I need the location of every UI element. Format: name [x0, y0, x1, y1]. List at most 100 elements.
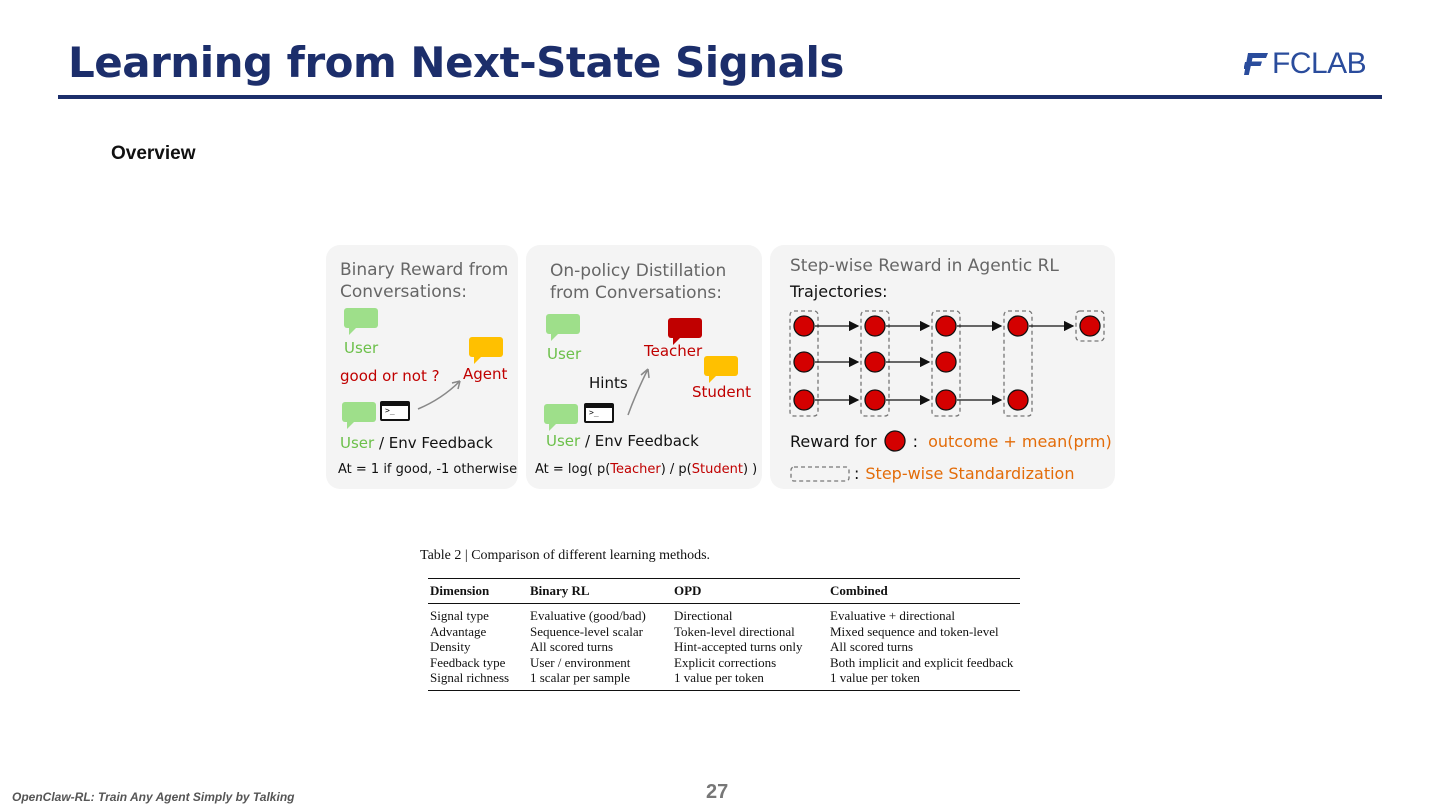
feedback-rest: / Env Feedback — [374, 434, 493, 452]
table-row: Signal type Evaluative (good/bad) Directio… — [428, 604, 1020, 624]
trajectory-diagram — [789, 310, 1105, 417]
table-row: Density All scored turns Hint-accepted tur… — [428, 639, 1020, 655]
table-cell: User / environment — [530, 654, 631, 670]
student-label: Student — [692, 383, 752, 401]
table-cell: Density — [430, 639, 471, 654]
feedback-rest: / Env Feedback — [580, 432, 699, 450]
state-node-icon — [884, 430, 906, 452]
reward-value: outcome + mean(prm) — [928, 431, 1112, 451]
binary-reward-panel: Binary Reward from Conversations: User A… — [326, 245, 518, 489]
state-node — [935, 389, 957, 411]
table-cell: Directional — [674, 608, 733, 623]
table-row: Feedback type User / environment Explicit … — [428, 655, 1020, 671]
user-bubble-icon — [342, 402, 376, 429]
state-node — [935, 315, 957, 337]
table-cell: Explicit corrections — [674, 654, 777, 670]
user-bubble-icon — [546, 314, 580, 341]
method-figure: Binary Reward from Conversations: User A… — [326, 245, 1116, 491]
state-node — [864, 315, 886, 337]
standardization-legend: : Step-wise Standardization — [790, 464, 1074, 483]
hints-label: Hints — [589, 374, 628, 392]
stepwise-reward-panel: Step-wise Reward in Agentic RL Trajector… — [770, 245, 1115, 489]
terminal-icon: >_ — [380, 401, 410, 421]
state-node — [935, 351, 957, 373]
table-cell: 1 scalar per sample — [528, 670, 672, 691]
table-cell: Feedback type — [430, 654, 506, 670]
logo-text: FCLAB — [1272, 47, 1367, 80]
feedback-user: User — [340, 434, 375, 452]
terminal-icon: >_ — [584, 403, 614, 423]
curved-arrow-icon — [627, 368, 650, 416]
table-cell: Token-level directional — [674, 623, 795, 639]
column-header: Binary RL — [528, 578, 672, 604]
section-heading: Overview — [111, 143, 196, 164]
column-header: Dimension — [428, 578, 528, 604]
std-colon: : — [854, 464, 860, 483]
feedback-label: User / Env Feedback — [546, 432, 699, 450]
standardization-box — [1075, 310, 1105, 342]
comparison-table: Dimension Binary RL OPD Combined Signal … — [428, 578, 1020, 691]
table-cell: Sequence-level scalar — [530, 623, 643, 639]
formula-part: At = log( p( — [535, 462, 611, 477]
state-node — [1007, 389, 1029, 411]
table-cell: Mixed sequence and token-level — [830, 623, 999, 639]
terminal-glyph: >_ — [589, 408, 599, 417]
standardization-box — [1003, 310, 1033, 417]
footer-text: OpenClaw-RL: Train Any Agent Simply by T… — [12, 790, 295, 804]
formula-part: ) / p( — [660, 462, 692, 477]
dashed-box-icon — [790, 465, 850, 482]
table-row: Advantage Sequence-level scalar Token-leve… — [428, 624, 1020, 640]
panel-title-line: On-policy Distillation — [550, 261, 727, 281]
state-node — [793, 315, 815, 337]
table-cell: All scored turns — [830, 639, 914, 654]
title-rule — [58, 95, 1382, 99]
student-bubble-icon — [704, 356, 738, 383]
state-node — [793, 389, 815, 411]
table-cell: Hint-accepted turns only — [674, 639, 803, 654]
agent-bubble-icon — [469, 337, 503, 364]
table-cell: 1 value per token — [672, 670, 828, 691]
user-label: User — [547, 345, 582, 363]
state-node — [793, 351, 815, 373]
table-cell: Evaluative + directional — [830, 608, 956, 623]
user-label: User — [344, 339, 379, 357]
column-header: Combined — [828, 578, 1020, 604]
curved-arrow-icon — [417, 380, 461, 410]
page-number: 27 — [706, 781, 729, 803]
panel-title: On-policy Distillation from Conversation… — [550, 260, 726, 304]
reward-label: Reward for — [790, 431, 877, 451]
binary-formula: At = 1 if good, -1 otherwise — [338, 462, 518, 477]
fclab-logo-icon — [1244, 53, 1268, 75]
trajectories-label: Trajectories: — [790, 282, 888, 301]
reward-line: Reward for : outcome + mean(prm) — [790, 429, 1112, 453]
fclab-logo: FCLAB — [1244, 47, 1367, 80]
table-header-row: Dimension Binary RL OPD Combined — [428, 578, 1020, 604]
table-caption: Table 2 | Comparison of different learni… — [420, 548, 711, 563]
slide-title: Learning from Next-State Signals — [68, 38, 844, 87]
column-header: OPD — [672, 578, 828, 604]
formula-student: Student — [691, 462, 743, 477]
table-cell: Signal richness — [428, 670, 528, 691]
table-cell: Both implicit and explicit feedback — [830, 654, 1014, 670]
standardization-box — [789, 310, 819, 417]
state-node — [864, 389, 886, 411]
reward-colon: : — [912, 431, 919, 451]
standardization-box — [931, 310, 961, 417]
formula-teacher: Teacher — [610, 462, 661, 477]
opd-formula: At = log( p(Teacher) / p(Student) ) — [535, 462, 757, 477]
teacher-label: Teacher — [644, 342, 703, 360]
table-cell: Advantage — [430, 623, 487, 639]
table-cell: Evaluative (good/bad) — [530, 608, 646, 623]
state-node — [1007, 315, 1029, 337]
feedback-user: User — [546, 432, 581, 450]
formula-part: ) ) — [742, 462, 758, 477]
opd-panel: On-policy Distillation from Conversation… — [526, 245, 762, 489]
panel-title-line: Binary Reward from — [340, 260, 509, 280]
terminal-glyph: >_ — [385, 406, 395, 415]
panel-title: Step-wise Reward in Agentic RL — [790, 256, 1059, 276]
state-node — [1079, 315, 1101, 337]
agent-label: Agent — [463, 365, 508, 383]
user-bubble-icon — [344, 308, 378, 335]
table-cell: Signal type — [430, 608, 489, 623]
